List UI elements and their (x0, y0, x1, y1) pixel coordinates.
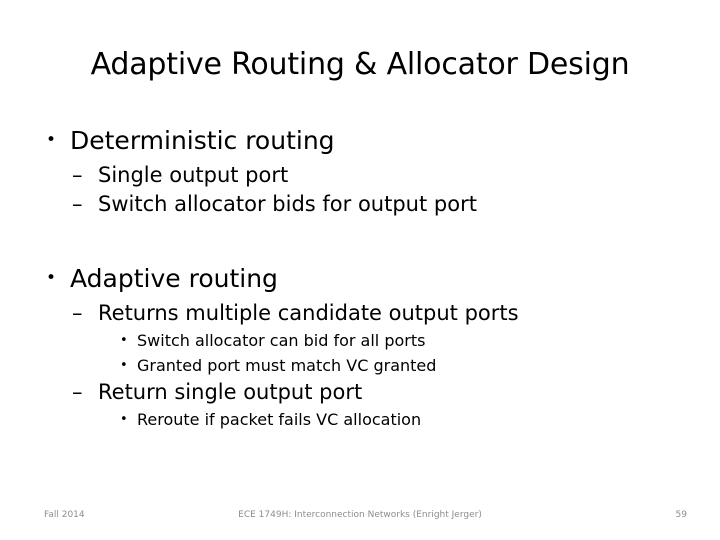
bullet-marker-level2: – (72, 163, 83, 187)
bullet-text: Adaptive routing (70, 264, 278, 293)
bullet-marker-level1: • (46, 130, 57, 150)
bullet-marker-level2: – (72, 380, 83, 404)
bullet-text: Deterministic routing (70, 126, 335, 155)
bullet-text: Return single output port (98, 380, 363, 404)
bullet-marker-level3: • (120, 412, 128, 427)
bullet-marker-level2: – (72, 192, 83, 216)
slide-footer: Fall 2014 ECE 1749H: Interconnection Net… (0, 505, 720, 527)
bullet-level3: • Switch allocator can bid for all ports (36, 328, 684, 353)
slide-body: • Deterministic routing – Single output … (36, 124, 684, 484)
bullet-level3: • Granted port must match VC granted (36, 353, 684, 378)
bullet-marker-level2: – (72, 301, 83, 325)
bullet-level2: – Switch allocator bids for output port (36, 190, 684, 219)
bullet-text: Granted port must match VC granted (137, 356, 437, 375)
footer-course-name: ECE 1749H: Interconnection Networks (Enr… (238, 510, 482, 520)
bullet-text: Reroute if packet fails VC allocation (137, 410, 422, 429)
bullet-level1: • Deterministic routing (36, 124, 684, 157)
bullet-marker-level3: • (120, 333, 128, 348)
bullet-level2: – Return single output port (36, 378, 684, 407)
bullet-text: Switch allocator can bid for all ports (137, 331, 426, 350)
slide-number: 59 (675, 510, 687, 520)
bullet-level3: • Reroute if packet fails VC allocation (36, 407, 684, 432)
bullet-text: Returns multiple candidate output ports (98, 301, 519, 325)
bullet-text: Single output port (98, 163, 289, 187)
bullet-marker-level3: • (120, 358, 128, 373)
footer-term: Fall 2014 (44, 510, 85, 520)
bullet-level2: – Single output port (36, 161, 684, 190)
bullet-text: Switch allocator bids for output port (98, 192, 477, 216)
bullet-marker-level1: • (46, 268, 57, 288)
bullet-level2: – Returns multiple candidate output port… (36, 299, 684, 328)
slide-title: Adaptive Routing & Allocator Design (90, 47, 630, 82)
bullet-level1: • Adaptive routing (36, 262, 684, 295)
section-spacer (36, 219, 684, 262)
